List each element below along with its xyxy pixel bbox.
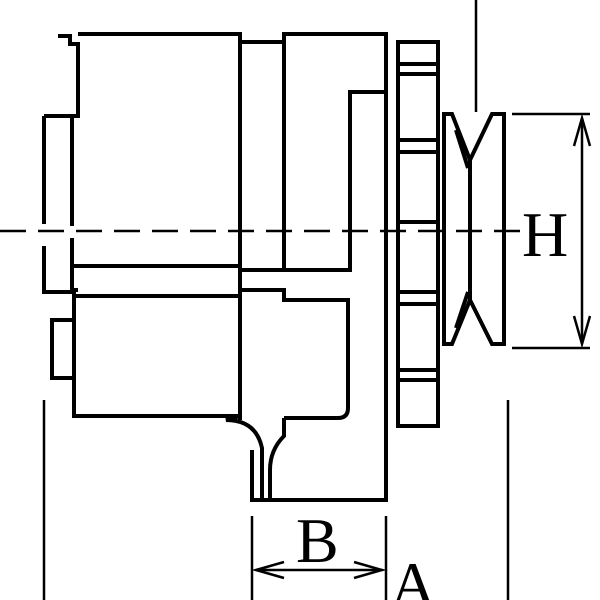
dimension-h-label: H <box>522 199 568 270</box>
rear-housing <box>42 32 242 418</box>
stator-section <box>225 32 388 502</box>
cooling-fan <box>396 40 440 428</box>
dimension-b: B <box>251 505 387 580</box>
dimension-h: H <box>512 112 592 350</box>
drive-pulley <box>442 112 506 346</box>
dimension-h-arrow-top <box>572 113 592 147</box>
dimension-a-label: A <box>390 549 436 600</box>
dimension-h-arrow-bottom <box>572 315 592 349</box>
dimension-b-label: B <box>296 505 339 576</box>
dimension-b-arrow-left <box>251 560 285 580</box>
dimension-b-arrow-right <box>353 560 387 580</box>
